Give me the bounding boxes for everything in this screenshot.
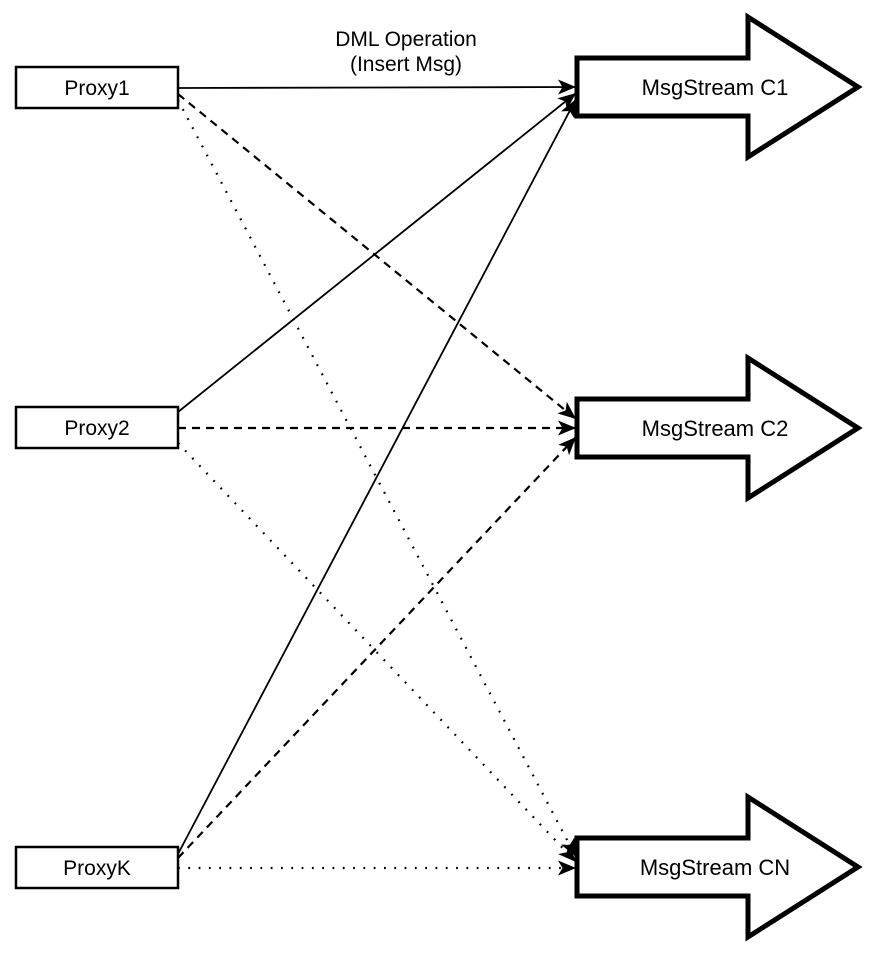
edge-proxy1-c1 — [177, 79, 577, 95]
proxy2-node: Proxy2 — [14, 405, 180, 450]
proxy2-label: Proxy2 — [64, 417, 129, 440]
proxy1-label: Proxy1 — [64, 77, 129, 100]
msgstream-c1-label: MsgStream C1 — [642, 75, 789, 100]
edge-proxy2-cn — [177, 442, 577, 863]
proxy1-node: Proxy1 — [14, 65, 180, 110]
proxyk-label: ProxyK — [63, 857, 131, 880]
edge-proxyk-c1 — [177, 98, 577, 855]
proxyk-node: ProxyK — [14, 845, 180, 890]
msgstream-cn-arrow — [574, 792, 863, 942]
dml-operation-label: DML Operation — [335, 28, 477, 51]
msgstream-c1-arrow — [574, 12, 863, 162]
insert-msg-label: (Insert Msg) — [350, 53, 462, 76]
msgstream-cn-label: MsgStream CN — [640, 855, 790, 880]
msgstream-c2-arrow — [574, 353, 863, 503]
edge-proxy2-c1 — [177, 92, 577, 413]
edge-proxyk-c2 — [177, 436, 577, 859]
msgstream-c2-label: MsgStream C2 — [642, 416, 789, 441]
edge-proxy1-c2 — [177, 93, 577, 420]
